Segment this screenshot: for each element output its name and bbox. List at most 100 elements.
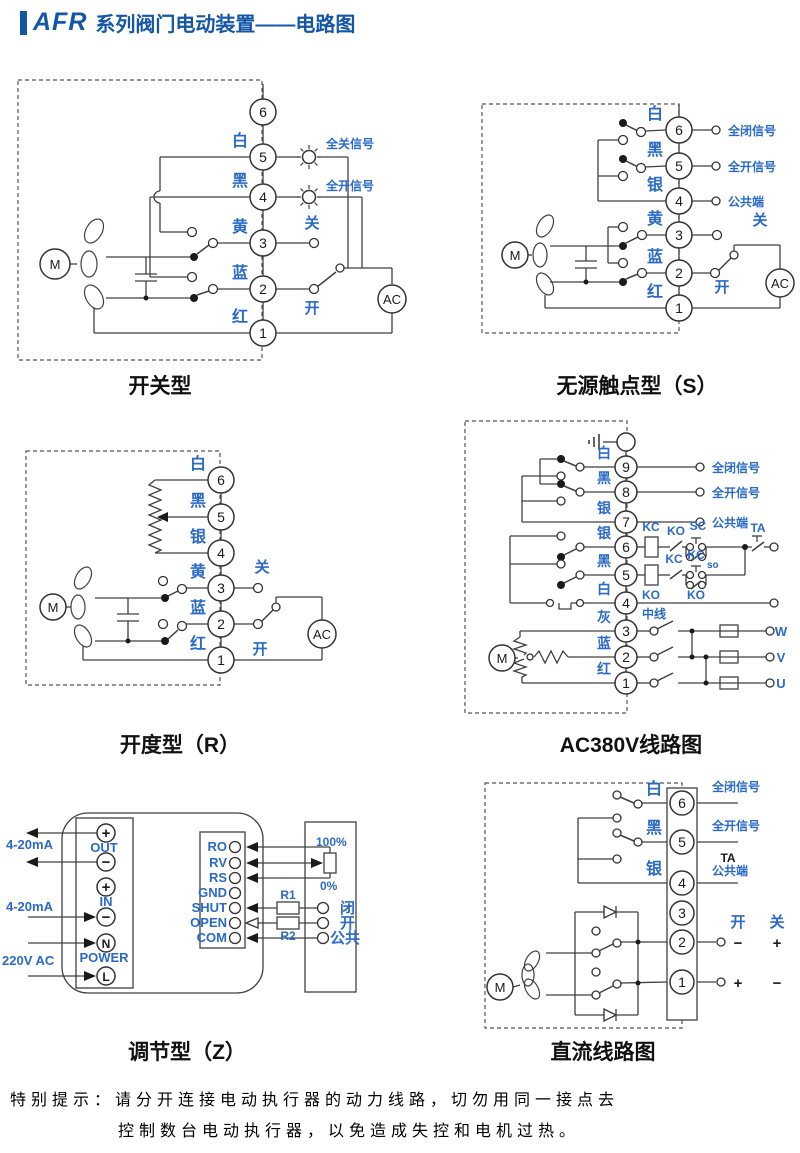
motor-letter: M xyxy=(497,651,508,666)
motor-letter: M xyxy=(48,600,59,615)
full-open-signal-label: 全开信号 xyxy=(711,818,760,833)
motor-symbol xyxy=(488,644,516,672)
motor-winding xyxy=(80,218,105,310)
in-range-label: 4-20mA xyxy=(6,899,54,914)
open-lamp-icon xyxy=(296,184,322,210)
note-text-1: 请分开连接电动执行器的动力线路，切勿用同一接点去 xyxy=(115,1092,620,1109)
pin-ro-label: RO xyxy=(208,839,228,854)
terminal-1: 1 xyxy=(217,652,225,668)
passive-contact-type-diagram: 6 5 4 3 2 1 白 黑 银 黄 蓝 红 全闭信号 全开信号 公共端 关 … xyxy=(481,103,795,334)
full-closed-signal-label: 全闭信号 xyxy=(727,123,776,138)
wire-label-blue: 蓝 xyxy=(647,247,663,266)
open-label: 开 xyxy=(304,300,319,317)
diodes xyxy=(603,904,618,1023)
close-label: 闭 xyxy=(340,899,355,917)
terminal-6: 6 xyxy=(678,795,686,811)
pin-shut-label: SHUT xyxy=(192,900,227,915)
terminal-1: 1 xyxy=(622,675,630,691)
neutral-line-label: 中线 xyxy=(642,606,666,621)
close-label: 关 xyxy=(752,211,767,229)
terminal-4: 4 xyxy=(678,875,686,891)
wire-label-silver: 银 xyxy=(647,175,664,194)
in-minus-terminal: − xyxy=(102,909,111,926)
terminal-6: 6 xyxy=(259,104,267,120)
wiper-arrow-icon xyxy=(157,512,168,522)
full-open-signal-label: 全开信号 xyxy=(727,159,776,174)
wire-label-silver-2: 银 xyxy=(597,525,612,541)
close-header-label: 关 xyxy=(769,913,784,931)
terminal-2: 2 xyxy=(675,265,683,281)
terminal-5: 5 xyxy=(259,149,267,165)
opening-degree-type-diagram: 6 5 4 3 2 1 白 黑 银 黄 蓝 红 关 开 M AC xyxy=(25,450,337,686)
phase-w-label: W xyxy=(775,624,788,639)
close-label: 关 xyxy=(304,214,319,232)
special-note: 特别提示：请分开连接电动执行器的动力线路，切勿用同一接点去 控制数台电动执行器，… xyxy=(10,1085,619,1147)
minus-open-2: − xyxy=(734,935,743,952)
open-header-label: 开 xyxy=(730,914,745,931)
out-minus-arrow-icon xyxy=(26,857,38,867)
r2-label: R2 xyxy=(280,929,296,943)
limit-switches xyxy=(125,575,281,645)
wire-label-black: 黑 xyxy=(647,141,663,159)
motor-symbol xyxy=(486,973,514,1001)
wire-label-gray: 灰 xyxy=(597,609,611,625)
brand-name: AFR xyxy=(33,8,88,36)
motor-winding xyxy=(511,636,569,678)
r1-resistor xyxy=(276,901,300,915)
rv-arrow-icon xyxy=(246,858,258,868)
open-label: 开 xyxy=(714,279,729,296)
ta-switch-label: TA xyxy=(750,521,765,535)
r2-resistor xyxy=(276,916,300,930)
capacitor-symbol xyxy=(575,260,597,269)
in-minus-arrow-icon xyxy=(84,912,96,922)
signal-pins: RO RV RS GND SHUT OPEN COM xyxy=(190,839,242,945)
switch-type-diagram: 6 5 4 3 2 1 白 黑 黄 蓝 红 全关信号 全开信号 关 开 M AC xyxy=(17,79,407,361)
wire-label-red: 红 xyxy=(647,282,663,301)
plus-close-2: + xyxy=(773,935,782,952)
n-arrow-icon xyxy=(84,938,96,948)
wire-label-black: 黑 xyxy=(646,819,662,837)
kc-contact-label-2: KC xyxy=(687,548,705,562)
so-button-label: so xyxy=(707,560,719,571)
phase-u-label: U xyxy=(776,676,785,691)
wire-label-black: 黑 xyxy=(597,470,611,486)
motor-letter: M xyxy=(50,257,61,272)
ko-contact-label: KO xyxy=(667,524,685,538)
common-terminal-label: 公共端 xyxy=(728,194,764,209)
title-bar-icon xyxy=(20,10,27,35)
pct-0-label: 0% xyxy=(320,879,338,893)
wire-label-blue: 蓝 xyxy=(232,263,248,282)
wire-label-black-2: 黑 xyxy=(597,553,611,569)
pin-rv-label: RV xyxy=(209,855,227,870)
limit-switches xyxy=(545,455,585,608)
wire-label-white: 白 xyxy=(190,454,206,473)
power-terminals: + − + − N L xyxy=(96,823,116,986)
terminal-5: 5 xyxy=(678,834,686,850)
wire-label-black: 黑 xyxy=(232,172,248,190)
motor-letter: M xyxy=(510,248,521,263)
terminal-block: 6 5 4 3 2 1 xyxy=(669,790,695,995)
dc-circuit-diagram: 6 5 4 3 2 1 白 黑 银 全闭信号 全开信号 TA 公共端 开 关 −… xyxy=(484,779,785,1029)
caption-regulating-type: 调节型（Z） xyxy=(128,1041,246,1064)
capacitor-symbol xyxy=(135,273,157,282)
l-terminal: L xyxy=(102,970,109,984)
terminal-2: 2 xyxy=(217,616,225,632)
wire-label-black: 黑 xyxy=(190,492,206,510)
wire-label-white: 白 xyxy=(232,131,248,150)
r1-label: R1 xyxy=(280,888,296,902)
wire-label-white: 白 xyxy=(646,779,662,798)
open-input-terminal xyxy=(316,916,330,930)
note-line-2: 控制数台电动执行器，以免造成失控和电机过热。 xyxy=(118,1123,581,1140)
wire-label-silver: 银 xyxy=(597,500,612,516)
caption-dc-circuit: 直流线路图 xyxy=(550,1041,656,1064)
terminal-4: 4 xyxy=(675,193,683,209)
common-terminal-label: 公共端 xyxy=(712,515,748,530)
wire-label-silver: 银 xyxy=(190,527,207,546)
open-label: 开 xyxy=(252,641,267,658)
wire-label-white: 白 xyxy=(647,104,663,123)
enclosure-border xyxy=(17,79,263,361)
wiring xyxy=(28,832,331,977)
ac-letter: AC xyxy=(771,276,789,291)
ground-terminal xyxy=(616,432,636,452)
common-label: 公共 xyxy=(330,930,360,947)
